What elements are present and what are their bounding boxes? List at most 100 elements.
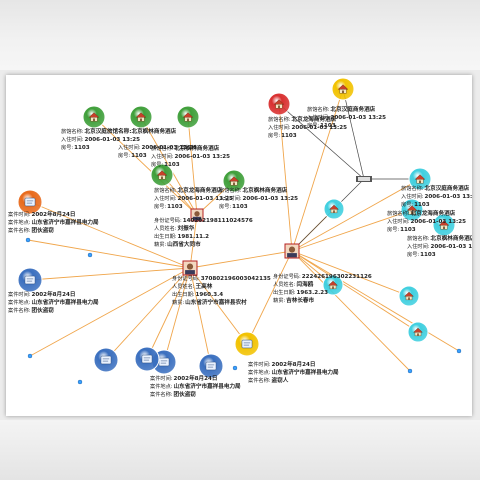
label-key: 出生日期: <box>172 290 195 298</box>
hub-node-icon[interactable] <box>356 176 372 182</box>
house-icon[interactable] <box>129 105 153 129</box>
house-icon[interactable] <box>150 163 174 187</box>
photo-body <box>192 216 202 221</box>
house-door <box>408 297 410 300</box>
label-value: 1103 <box>164 162 180 168</box>
house-icon[interactable] <box>176 105 200 129</box>
case-folder <box>100 355 112 365</box>
label-value: 1103 <box>167 204 183 210</box>
label-line: 籍贯:山东省济宁市嘉祥县农村 <box>172 298 247 306</box>
small-node-icon[interactable] <box>87 252 93 258</box>
case-icon[interactable] <box>93 347 119 373</box>
label-key: 人员姓名: <box>154 224 177 232</box>
house-roof <box>182 112 194 118</box>
label-line: 旅馆名称:北京汉庭商务酒店 <box>307 105 376 113</box>
house-icon[interactable] <box>331 77 355 101</box>
house-icon[interactable] <box>322 274 344 296</box>
case-folder <box>24 275 36 285</box>
person-photo-icon[interactable] <box>190 208 204 222</box>
label-key: 房号: <box>307 121 319 129</box>
house-roof <box>228 176 240 182</box>
label-key: 房号: <box>118 151 130 159</box>
label-value: 1103 <box>74 145 90 151</box>
label-value: 2006-01-03 13:25 <box>178 196 234 202</box>
case-icon[interactable] <box>134 346 160 372</box>
label-key: 房号: <box>407 250 419 258</box>
label-value: 1981.11.2 <box>178 234 210 240</box>
small-node-icon[interactable] <box>407 368 413 374</box>
case-icon[interactable] <box>198 353 224 379</box>
label-line: 案件地点:山东省济宁市嘉祥县电力局 <box>150 382 241 390</box>
label-value: 2002年8月24日 <box>32 210 76 218</box>
label-line: 旅馆名称:北京汉庭商务酒店 <box>401 184 470 192</box>
label-line: 案件时间:2002年8月24日 <box>150 374 218 382</box>
small-node-icon[interactable] <box>232 365 238 371</box>
label-key: 案件时间: <box>248 360 271 368</box>
label-value: 团伙盗窃 <box>32 306 55 314</box>
small-node-icon[interactable] <box>456 348 462 354</box>
label-key: 案件地点: <box>248 368 271 376</box>
label-line: 房号:1103 <box>307 121 336 129</box>
house-door <box>342 90 344 94</box>
small-node-icon[interactable] <box>25 237 31 243</box>
label-value: 2006-01-03 13:25 <box>85 137 141 143</box>
label-value: 山东省济宁市嘉祥县电力局 <box>32 218 100 226</box>
house-icon[interactable] <box>408 167 432 191</box>
label-line: 案件时间:2002年8月24日 <box>8 290 76 298</box>
relation-edge <box>291 250 410 297</box>
person-photo-icon[interactable] <box>284 243 300 259</box>
label-line: 房号:1103 <box>401 200 430 208</box>
page-background-bottom <box>0 420 480 480</box>
house-icon[interactable] <box>267 92 291 116</box>
case-icon[interactable] <box>17 267 43 293</box>
label-value: 北京汉庭旅馆名称:北京枫林商务酒店 <box>85 127 177 135</box>
label-key: 籍贯: <box>273 296 285 304</box>
page-background-top <box>0 0 480 70</box>
case-folder <box>158 357 170 367</box>
house-icon[interactable] <box>407 321 429 343</box>
label-line: 人员姓名:王高林 <box>172 282 213 290</box>
case-folder <box>241 339 253 349</box>
label-key: 房号: <box>151 160 163 168</box>
house-icon[interactable] <box>432 213 456 237</box>
label-key: 案件时间: <box>8 210 31 218</box>
house-icon[interactable] <box>400 198 424 222</box>
label-value: 140202198111024576 <box>183 218 253 224</box>
label-key: 旅馆名称: <box>151 144 174 152</box>
label-value: 刘振华 <box>178 224 195 232</box>
house-icon[interactable] <box>398 285 420 307</box>
relation-edge <box>189 250 293 269</box>
label-line: 旅馆名称:北京枫林商务酒店 <box>219 186 288 194</box>
case-icon[interactable] <box>17 189 43 215</box>
relation-edge <box>29 267 191 281</box>
relation-edge <box>27 239 191 269</box>
house-roof <box>337 84 349 90</box>
label-key: 旅馆名称: <box>407 234 430 242</box>
label-value: 团伙盗窃 <box>32 226 55 234</box>
house-door <box>417 333 419 336</box>
hub-face <box>358 177 370 181</box>
label-value: 北京龙海商务酒店 <box>178 186 223 194</box>
relation-edge <box>189 214 198 269</box>
label-line: 旅馆名称:北京汉庭旅馆名称:北京枫林商务酒店 <box>61 127 177 135</box>
label-value: 团伙盗窃 <box>174 390 197 398</box>
label-value: 1963.2.23 <box>297 290 329 296</box>
house-icon[interactable] <box>222 169 246 193</box>
house-door <box>187 118 189 122</box>
house-roof <box>406 205 418 211</box>
house-icon[interactable] <box>82 105 106 129</box>
label-line: 案件地点:山东省济宁市嘉祥县电力局 <box>8 298 99 306</box>
label-key: 案件名称: <box>8 306 31 314</box>
label-line: 案件时间:2002年8月24日 <box>248 360 316 368</box>
small-node-icon[interactable] <box>77 379 83 385</box>
person-photo-icon[interactable] <box>182 260 198 276</box>
relation-edge <box>291 250 419 333</box>
label-line: 旅馆名称:北京枫林商务酒店 <box>407 234 472 242</box>
house-icon[interactable] <box>323 198 345 220</box>
small-node-icon[interactable] <box>27 353 33 359</box>
label-value: 山东省济宁市嘉祥县农村 <box>185 298 247 306</box>
case-icon[interactable] <box>234 331 260 357</box>
